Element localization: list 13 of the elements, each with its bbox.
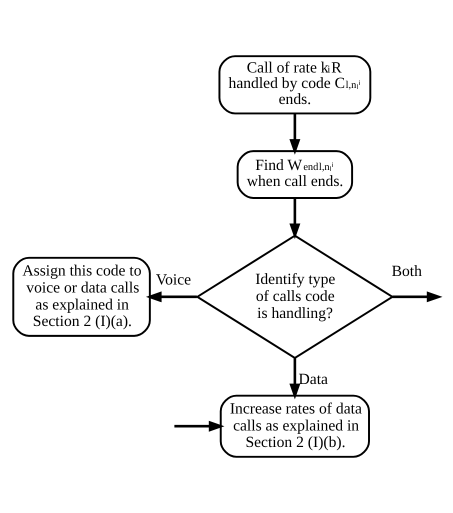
node-box: Increase rates of data calls as explained in Section 2 (I)(b). bbox=[220, 394, 370, 458]
edge-label: Both bbox=[392, 263, 422, 280]
arrow bbox=[289, 114, 300, 155]
arrow bbox=[392, 291, 442, 302]
arrow bbox=[174, 420, 224, 432]
node-box: Call of rate kiR handled by code Cl,nₗⁱ ends. bbox=[218, 55, 372, 114]
node-box: Assign this code to voice or data calls as explained in Section 2 (I)(a). bbox=[12, 256, 151, 337]
edge-label: Data bbox=[298, 371, 328, 388]
arrow bbox=[146, 291, 197, 302]
node-box: Find Wendl,nₗⁱ when call ends. bbox=[236, 150, 354, 199]
arrow bbox=[289, 358, 300, 400]
edge-label: Voice bbox=[156, 271, 192, 288]
arrow bbox=[289, 198, 300, 240]
